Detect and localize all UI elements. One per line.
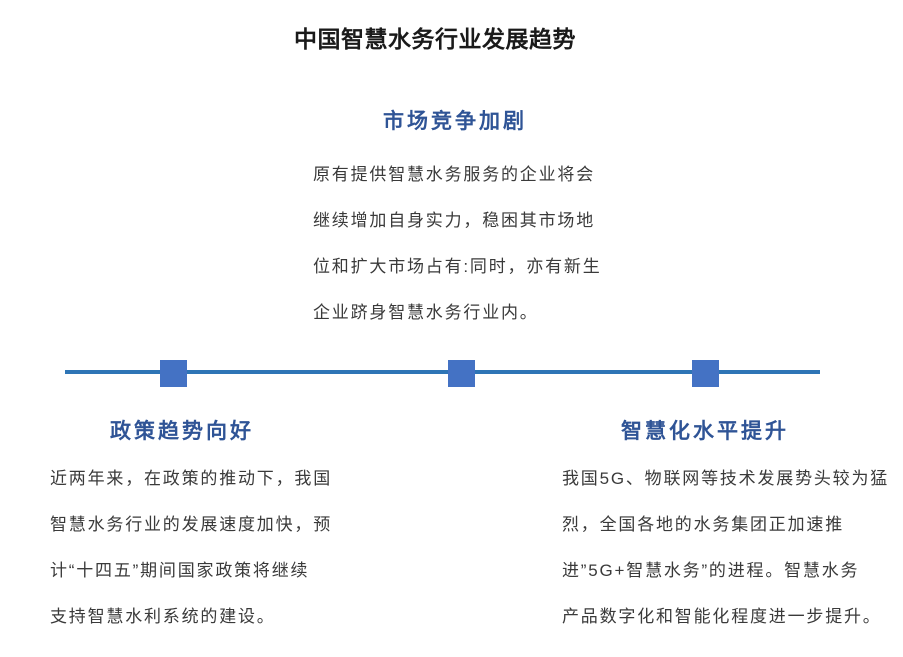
text-line: 我国5G、物联网等技术发展势头较为猛: [562, 469, 890, 488]
timeline-marker-3: [692, 360, 719, 387]
text-line: 位和扩大市场占有:同时，亦有新生: [313, 257, 602, 276]
section-heading-smart-level: 智慧化水平提升: [621, 420, 789, 443]
text-line: 支持智慧水利系统的建设。: [50, 607, 276, 626]
text-line: 近两年来，在政策的推动下，我国: [50, 469, 332, 488]
section-text-policy-trend: 近两年来，在政策的推动下，我国 智慧水务行业的发展速度加快，预 计“十四五”期间…: [50, 456, 355, 640]
text-line: 进”5G+智慧水务”的进程。智慧水务: [562, 561, 860, 580]
section-heading-market-competition: 市场竞争加剧: [383, 110, 527, 133]
section-heading-policy-trend: 政策趋势向好: [110, 420, 254, 443]
text-line: 产品数字化和智能化程度进一步提升。: [562, 607, 882, 626]
text-line: 企业跻身智慧水务行业内。: [313, 303, 539, 322]
timeline-marker-1: [160, 360, 187, 387]
timeline-line: [65, 370, 820, 374]
text-line: 原有提供智慧水务服务的企业将会: [313, 165, 595, 184]
text-line: 烈，全国各地的水务集团正加速推: [562, 515, 844, 534]
section-text-smart-level: 我国5G、物联网等技术发展势头较为猛 烈，全国各地的水务集团正加速推 进”5G+…: [562, 456, 902, 640]
text-line: 智慧水务行业的发展速度加快，预: [50, 515, 332, 534]
page-title: 中国智慧水务行业发展趋势: [294, 26, 576, 52]
text-line: 计“十四五”期间国家政策将继续: [50, 561, 310, 580]
text-line: 继续增加自身实力，稳困其市场地: [313, 211, 595, 230]
timeline-marker-2: [448, 360, 475, 387]
section-text-market-competition: 原有提供智慧水务服务的企业将会 继续增加自身实力，稳困其市场地 位和扩大市场占有…: [313, 152, 643, 336]
